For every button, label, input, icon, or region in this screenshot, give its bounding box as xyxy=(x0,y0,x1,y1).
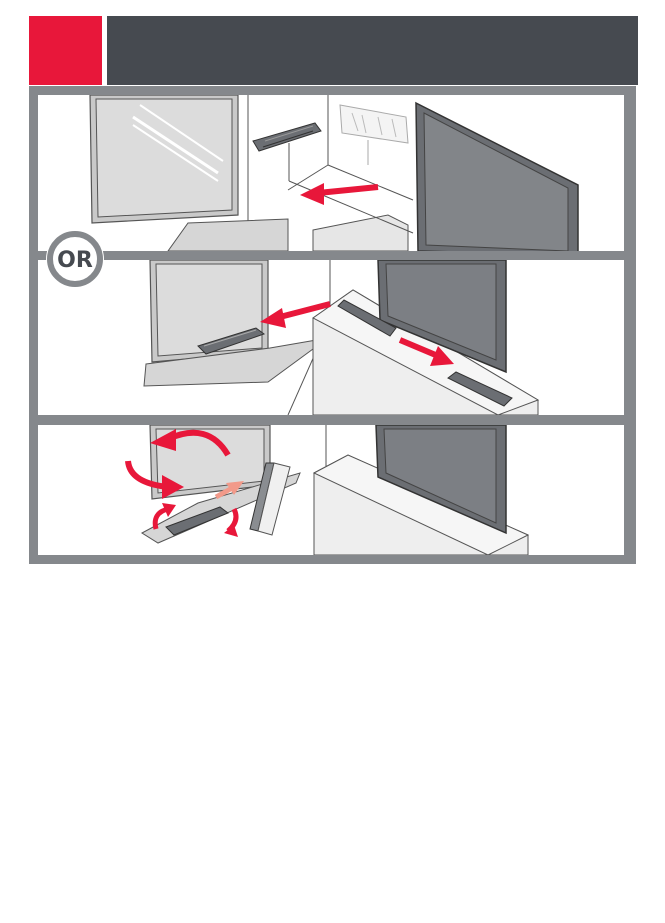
step-number-badge xyxy=(29,16,102,85)
panel-shelf-placement xyxy=(38,260,624,415)
step-title-bar xyxy=(107,16,638,85)
or-label: OR xyxy=(57,248,93,273)
tv-icon xyxy=(416,103,578,251)
panel-wall-mount xyxy=(38,95,624,251)
or-divider-badge: OR xyxy=(44,228,106,290)
window-icon xyxy=(144,260,328,386)
window-icon xyxy=(90,95,288,251)
antenna-ghost-icon xyxy=(340,105,408,165)
panel-rotate-adjust xyxy=(38,425,624,555)
